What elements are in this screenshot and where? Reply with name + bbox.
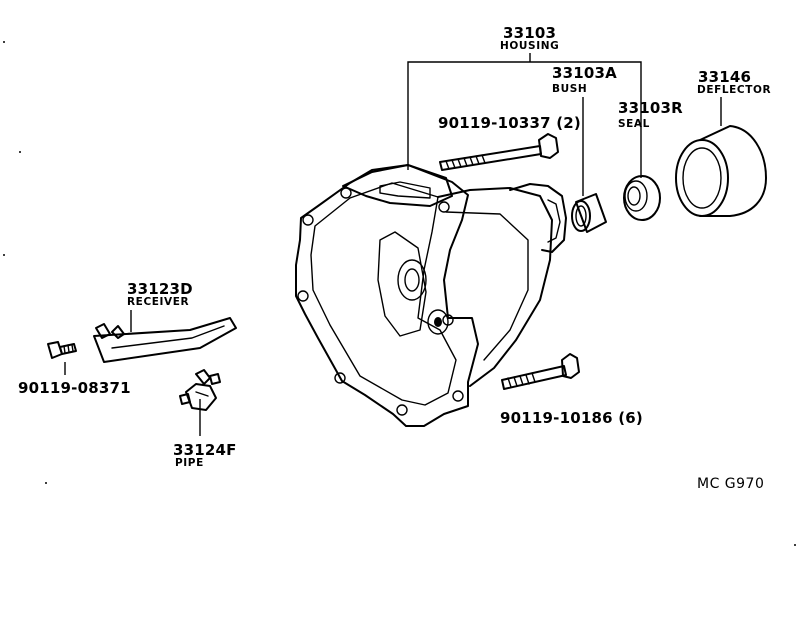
housing-inner-bore bbox=[397, 259, 427, 301]
pipe-spout bbox=[179, 393, 191, 405]
pipe-side-fitting bbox=[209, 373, 221, 385]
receiver-bolt-thread bbox=[63, 344, 74, 354]
upper-bolt-thread bbox=[445, 154, 486, 170]
bush-part-name: BUSH bbox=[552, 83, 587, 95]
bolt-hole bbox=[334, 372, 346, 384]
housing-flange-outline bbox=[295, 164, 479, 427]
receiver-arm-groove bbox=[111, 325, 225, 349]
speck bbox=[19, 151, 21, 153]
lower-bolt-part bbox=[501, 353, 580, 390]
speck bbox=[45, 482, 47, 484]
upper-bolt-part-number: 90119-10337 (2) bbox=[438, 114, 581, 132]
housing-pivot-boss bbox=[427, 309, 449, 335]
bolt-hole bbox=[340, 187, 352, 199]
bolt-hole bbox=[438, 201, 450, 213]
housing-top-pad bbox=[342, 164, 453, 207]
lower-bolt-thread bbox=[507, 372, 536, 388]
upper-bolt-shank bbox=[439, 145, 542, 171]
bush-body bbox=[575, 193, 607, 233]
housing-cone-line bbox=[445, 211, 529, 361]
pipe-body-line bbox=[195, 391, 209, 397]
seal-part bbox=[623, 175, 661, 221]
bolt-hole bbox=[396, 404, 408, 416]
bush-front-face bbox=[571, 200, 591, 232]
receiver-part bbox=[93, 317, 237, 363]
housing-bolt-holes bbox=[297, 187, 464, 416]
deflector-part-name: DEFLECTOR bbox=[697, 84, 771, 96]
bush-bore bbox=[575, 205, 587, 227]
deflector-part bbox=[675, 125, 767, 217]
bush-part bbox=[571, 193, 607, 233]
seal-lip bbox=[627, 186, 641, 206]
speck bbox=[794, 544, 796, 546]
bush-part-number: 33103A bbox=[552, 64, 617, 82]
seal-inner-ring bbox=[624, 180, 648, 212]
bolt-hole bbox=[297, 290, 309, 302]
deflector-body bbox=[699, 125, 767, 217]
pipe-body bbox=[185, 383, 217, 411]
receiver-tab bbox=[95, 323, 111, 339]
receiver-bolt-part bbox=[47, 341, 77, 359]
housing-snout-ring bbox=[547, 199, 561, 243]
bolt-hole bbox=[302, 214, 314, 226]
housing-part bbox=[295, 164, 567, 427]
upper-bolt-part bbox=[439, 133, 559, 171]
receiver-arm bbox=[93, 317, 237, 363]
pipe-part-number: 33124F bbox=[173, 441, 237, 459]
receiver-part-number: 33123D bbox=[127, 280, 193, 298]
seal-outer-ring bbox=[623, 175, 661, 221]
pipe-part bbox=[179, 369, 221, 411]
deflector-inner-rim bbox=[682, 147, 722, 209]
housing-part-number: 33103 bbox=[503, 24, 556, 42]
receiver-clip bbox=[111, 325, 125, 339]
housing-flange-inner bbox=[310, 182, 457, 406]
housing-top-pad-window bbox=[379, 181, 431, 199]
seal-part-name: SEAL bbox=[618, 118, 650, 130]
seal-part-number: 33103R bbox=[618, 99, 683, 117]
pipe-top-fitting bbox=[195, 369, 211, 385]
scan-specks bbox=[3, 41, 796, 546]
speck bbox=[3, 254, 5, 256]
housing-snout bbox=[509, 183, 567, 253]
housing-part-name: HOUSING bbox=[500, 40, 559, 52]
housing-pivot-hole bbox=[434, 317, 442, 327]
lower-bolt-shank bbox=[501, 365, 567, 390]
pipe-part-name: PIPE bbox=[175, 457, 204, 469]
diagram-code: MC G970 bbox=[697, 476, 764, 492]
deflector-front-rim bbox=[675, 139, 729, 217]
housing-inner-web bbox=[377, 231, 427, 337]
lower-bolt-head bbox=[561, 353, 580, 379]
housing-cone-body bbox=[437, 187, 553, 387]
housing-inner-bore-center bbox=[404, 268, 420, 292]
leader-lines bbox=[64, 53, 722, 436]
bolt-hole bbox=[442, 314, 454, 326]
receiver-bolt-shank bbox=[59, 343, 77, 355]
receiver-bolt-part-number: 90119-08371 bbox=[18, 379, 131, 397]
speck bbox=[3, 41, 5, 43]
lower-bolt-part-number: 90119-10186 (6) bbox=[500, 409, 643, 427]
upper-bolt-head bbox=[538, 133, 559, 159]
bolt-hole bbox=[452, 390, 464, 402]
receiver-part-name: RECEIVER bbox=[127, 296, 189, 308]
housing-leader-line bbox=[407, 61, 642, 178]
deflector-part-number: 33146 bbox=[698, 68, 751, 86]
